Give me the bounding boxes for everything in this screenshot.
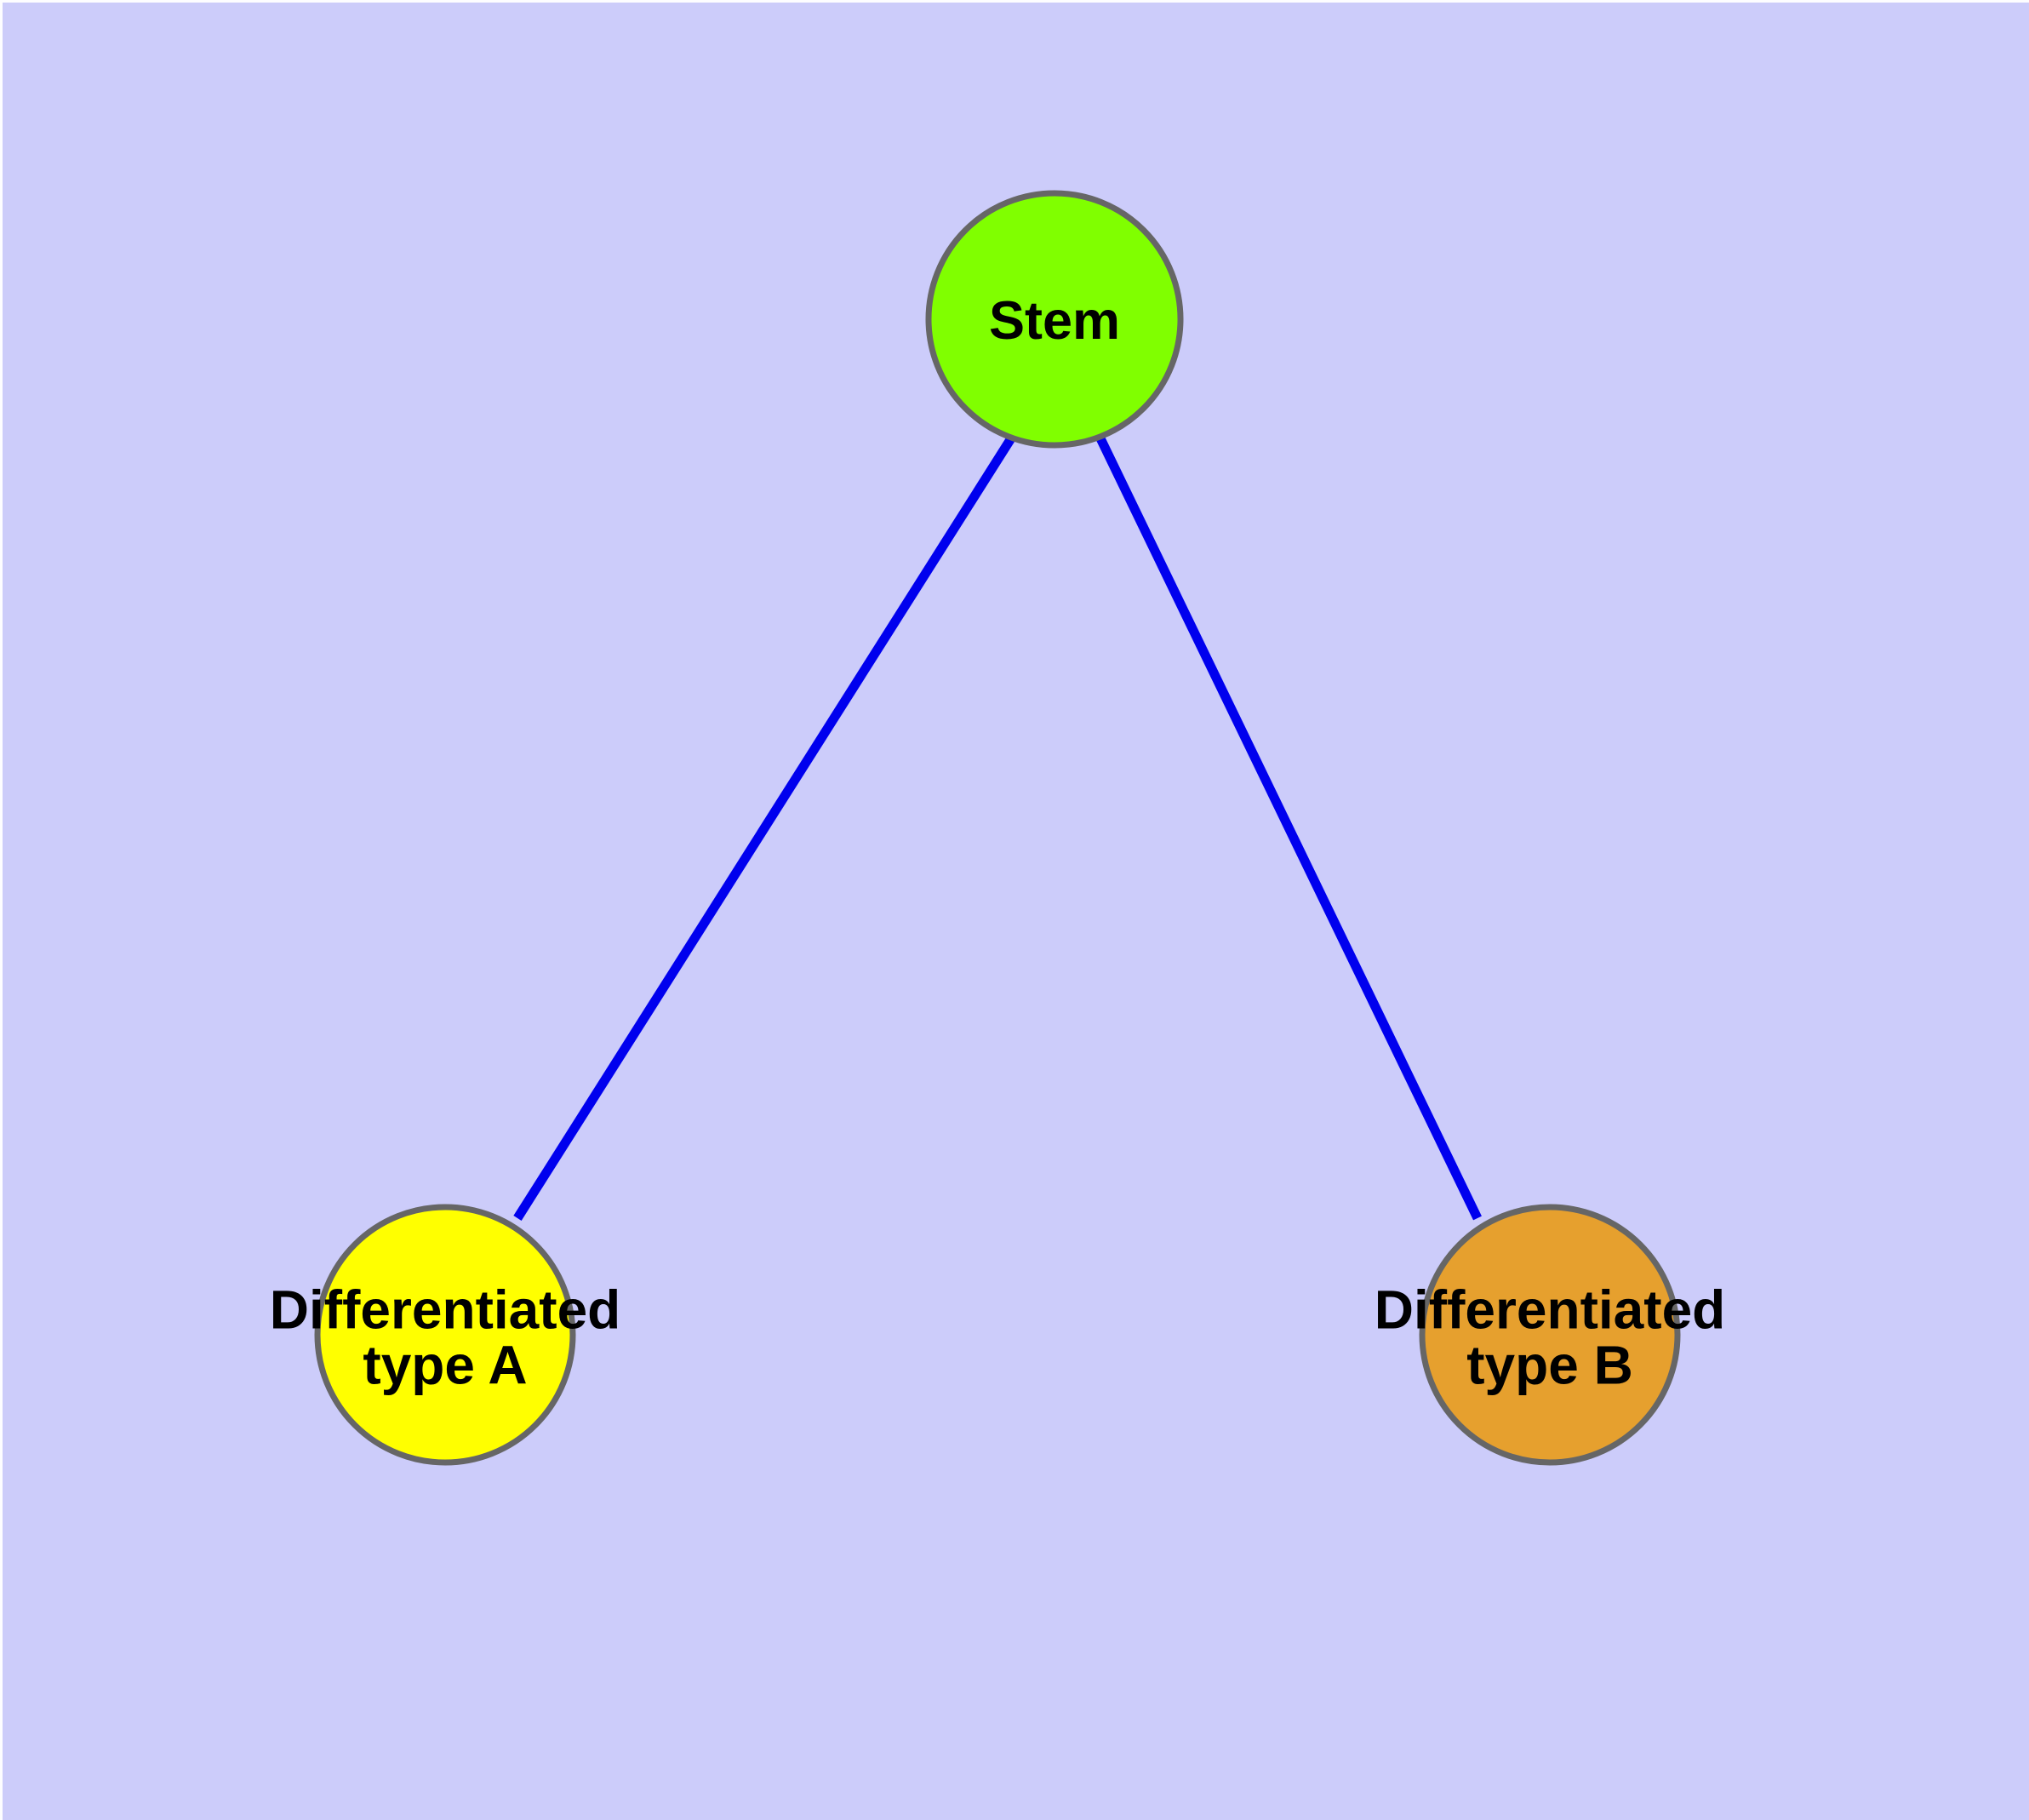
edge-stem-to-type-b[interactable] — [1096, 436, 1482, 1221]
node-diff-type-a[interactable] — [314, 1204, 576, 1466]
graph-svg — [314, 190, 1681, 1466]
node-stem[interactable] — [925, 190, 1184, 449]
node-diff-type-b[interactable] — [1419, 1204, 1681, 1466]
edge-stem-to-type-a[interactable] — [513, 436, 1015, 1221]
edge-layer — [513, 436, 1482, 1221]
node-layer — [314, 190, 1681, 1466]
